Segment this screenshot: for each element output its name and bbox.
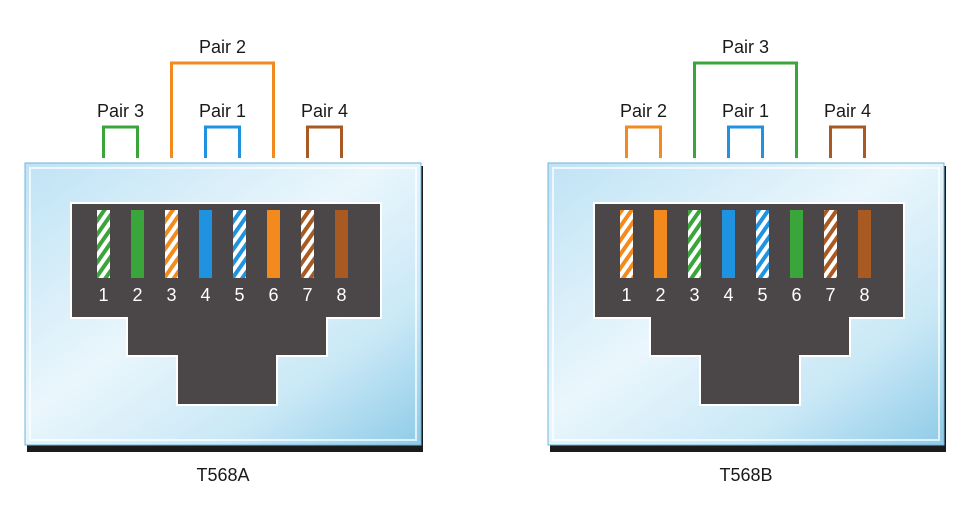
pin-number: 8 [859, 285, 869, 305]
pin-2-wire [131, 210, 144, 278]
pin-number: 2 [655, 285, 665, 305]
pair-bracket [693, 61, 798, 158]
connector-body-highlight [29, 167, 417, 441]
pin-number: 4 [200, 285, 210, 305]
connector-diagram-t568b: 1 2 3 4 5 6 7 8 Pair 2 Pair 3 Pair 1 Pair 4 T568B [547, 37, 946, 485]
pair-bracket [306, 125, 343, 158]
pair-label: Pair 3 [97, 101, 144, 121]
pin-1-stripe [620, 210, 633, 278]
pin-6-wire [267, 210, 280, 278]
pin-5-stripe [756, 210, 769, 278]
pair-bracket [625, 125, 662, 158]
pair-bracket [829, 125, 866, 158]
pair-label: Pair 1 [199, 101, 246, 121]
pin-number: 4 [723, 285, 733, 305]
pin-3-stripe [688, 210, 701, 278]
pair-label: Pair 2 [199, 37, 246, 57]
pin-4-wire [199, 210, 212, 278]
pin-number: 5 [757, 285, 767, 305]
pair-bracket [727, 125, 764, 158]
pair-label: Pair 4 [824, 101, 871, 121]
pair-label: Pair 3 [722, 37, 769, 57]
pin-number: 6 [268, 285, 278, 305]
pin-number: 6 [791, 285, 801, 305]
pin-number: 1 [98, 285, 108, 305]
pin-5-stripe [233, 210, 246, 278]
pin-number: 2 [132, 285, 142, 305]
pin-number: 1 [621, 285, 631, 305]
pair-label: Pair 2 [620, 101, 667, 121]
pin-number: 3 [689, 285, 699, 305]
pin-6-wire [790, 210, 803, 278]
pin-8-wire [335, 210, 348, 278]
pin-2-wire [654, 210, 667, 278]
pin-7-stripe [824, 210, 837, 278]
pair-label: Pair 1 [722, 101, 769, 121]
connector-body-highlight [552, 167, 940, 441]
pin-number: 7 [302, 285, 312, 305]
pair-bracket [204, 125, 241, 158]
pin-4-wire [722, 210, 735, 278]
pin-number: 5 [234, 285, 244, 305]
pair-bracket [102, 125, 139, 158]
pin-number: 7 [825, 285, 835, 305]
pin-number: 3 [166, 285, 176, 305]
standard-caption: T568B [719, 465, 772, 485]
pin-7-stripe [301, 210, 314, 278]
pin-number: 8 [336, 285, 346, 305]
pair-bracket [170, 61, 275, 158]
standard-caption: T568A [196, 465, 249, 485]
pin-8-wire [858, 210, 871, 278]
pin-1-stripe [97, 210, 110, 278]
connector-diagram-t568a: 1 2 3 4 5 6 7 8 Pair 3 Pair 2 Pair 1 Pair 4 T568A [24, 37, 423, 485]
pair-label: Pair 4 [301, 101, 348, 121]
pin-3-stripe [165, 210, 178, 278]
